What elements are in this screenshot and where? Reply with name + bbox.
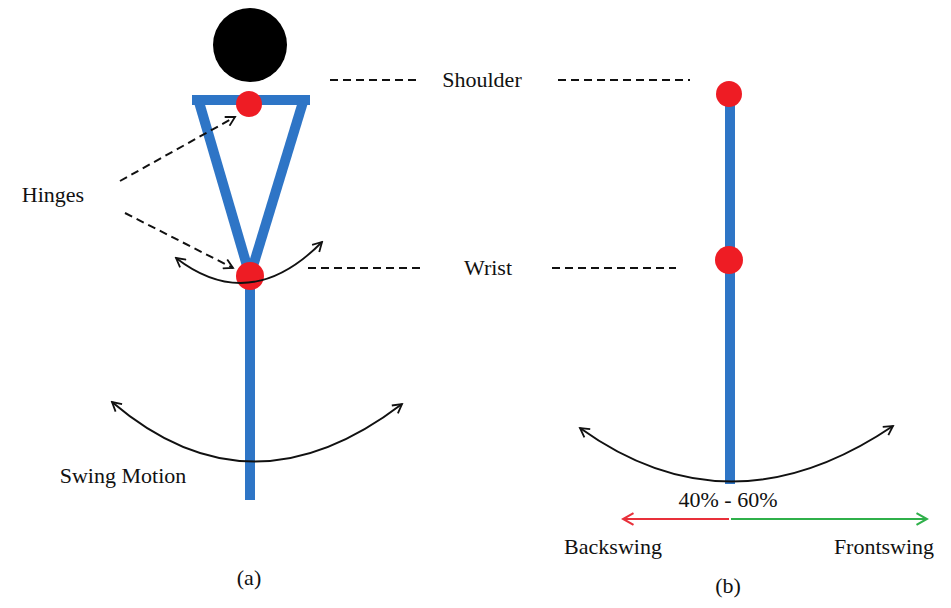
level-guide	[558, 79, 690, 81]
joint-label: Shoulder	[442, 68, 521, 92]
swing-arc	[112, 402, 402, 462]
annotation-label: Hinges	[22, 183, 84, 207]
phase-label: Backswing	[564, 535, 662, 559]
hinge-leader	[125, 213, 233, 268]
annotation-label: Swing Motion	[60, 464, 187, 488]
left-arm	[199, 102, 250, 276]
shoulder-hinge	[236, 91, 262, 117]
single-lever	[725, 96, 735, 484]
level-guide	[330, 79, 420, 81]
wrist-hinge	[236, 262, 264, 290]
hinge-leader	[120, 117, 235, 181]
panel-label: (b)	[715, 574, 741, 598]
ratio-label: 40% - 60%	[679, 488, 778, 512]
head	[213, 8, 287, 82]
frontswing-arrow	[731, 518, 927, 520]
wrist-rotation-arc	[176, 242, 322, 283]
wrist-hinge	[715, 246, 743, 274]
backswing-arrow	[623, 518, 729, 520]
joint-label: Wrist	[464, 256, 512, 280]
swing-arc	[580, 426, 893, 482]
shoulder-hinge	[716, 81, 742, 107]
right-arm	[250, 102, 303, 276]
level-guide	[308, 267, 425, 269]
level-guide	[552, 267, 676, 269]
panel-label: (a)	[237, 566, 261, 590]
phase-label: Frontswing	[834, 535, 934, 559]
club-shaft	[245, 276, 255, 500]
